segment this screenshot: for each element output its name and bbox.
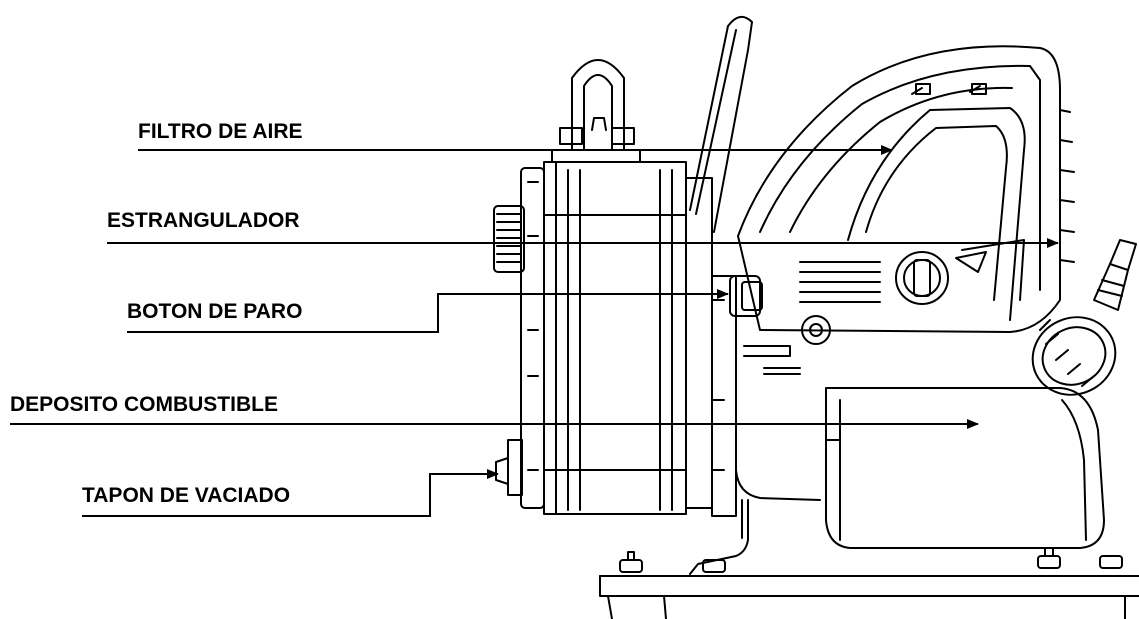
choke-knob [799, 239, 1025, 305]
fuel-tank [825, 387, 1105, 549]
spark-plug-cap [1093, 239, 1137, 311]
carry-handle [689, 15, 753, 233]
label-drain-plug: TAPON DE VACIADO [82, 484, 291, 507]
air-filter-cover [737, 45, 1075, 333]
label-choke: ESTRANGULADOR [107, 209, 300, 232]
base-plate [599, 547, 1139, 619]
leader-stop-button [127, 289, 729, 333]
left-flange [493, 167, 545, 509]
fuel-cap [1031, 316, 1117, 396]
recoil-starter [711, 275, 821, 517]
label-fuel-tank: DEPOSITO COMBUSTIBLE [10, 393, 278, 416]
leader-drain-plug [82, 469, 499, 517]
label-air-filter: FILTRO DE AIRE [138, 120, 303, 143]
stop-button-housing [729, 275, 831, 375]
top-inlet [559, 59, 635, 151]
drain-plug [495, 457, 509, 485]
support-rod [689, 499, 749, 575]
label-stop-button: BOTON DE PARO [127, 300, 303, 323]
leader-lines [10, 145, 1059, 517]
pump-housing [543, 149, 713, 515]
pump-drawing [493, 15, 1139, 619]
